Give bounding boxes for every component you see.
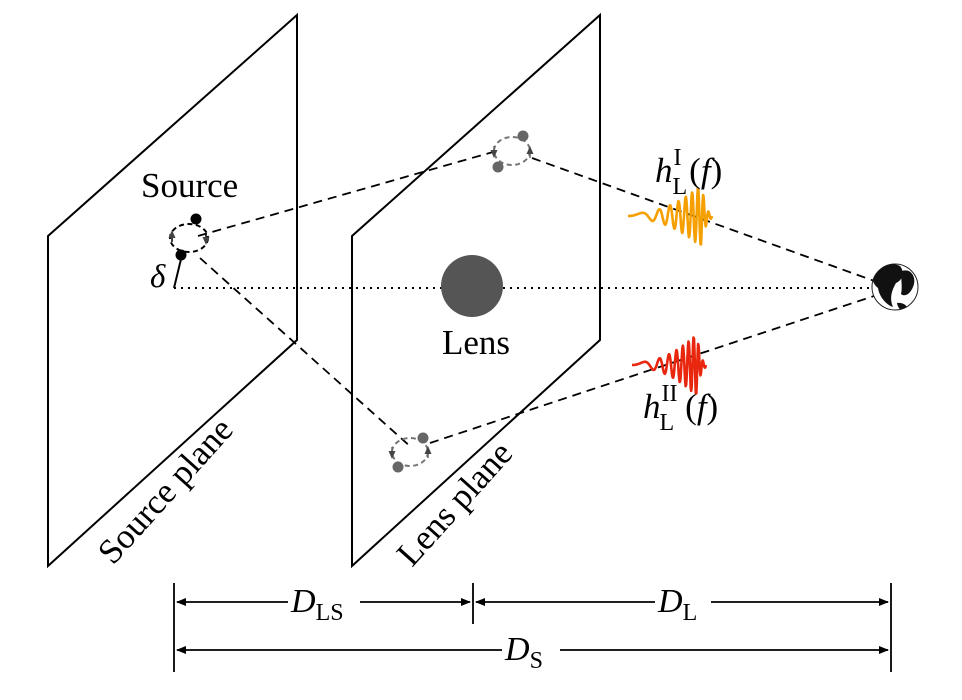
image-binary-lower bbox=[388, 432, 432, 473]
lens-plane-label: Lens plane bbox=[389, 434, 520, 573]
ray-source-to-lens-upper bbox=[197, 149, 501, 237]
d-s-label: DS bbox=[504, 631, 543, 674]
lens-plane bbox=[351, 12, 601, 569]
source-plane-label: Source plane bbox=[90, 410, 241, 571]
lens-mass bbox=[441, 255, 503, 317]
d-ls-label: DLS bbox=[290, 583, 344, 626]
ray-source-to-lens-lower bbox=[199, 257, 413, 449]
gravitational-wave-signal-1 bbox=[627, 187, 714, 246]
source-binary bbox=[168, 213, 210, 261]
source-plane bbox=[47, 12, 298, 569]
earth-globe-icon bbox=[871, 263, 919, 311]
delta-offset-line bbox=[173, 254, 183, 289]
d-l-label: DL bbox=[657, 583, 697, 626]
lens-label: Lens bbox=[442, 323, 510, 362]
delta-label: δ bbox=[150, 259, 166, 295]
source-label: Source bbox=[141, 166, 238, 205]
ray-lens-lower-to-observer bbox=[429, 293, 881, 444]
gravitational-wave-signal-2 bbox=[631, 336, 708, 395]
image-binary-upper bbox=[490, 130, 534, 173]
